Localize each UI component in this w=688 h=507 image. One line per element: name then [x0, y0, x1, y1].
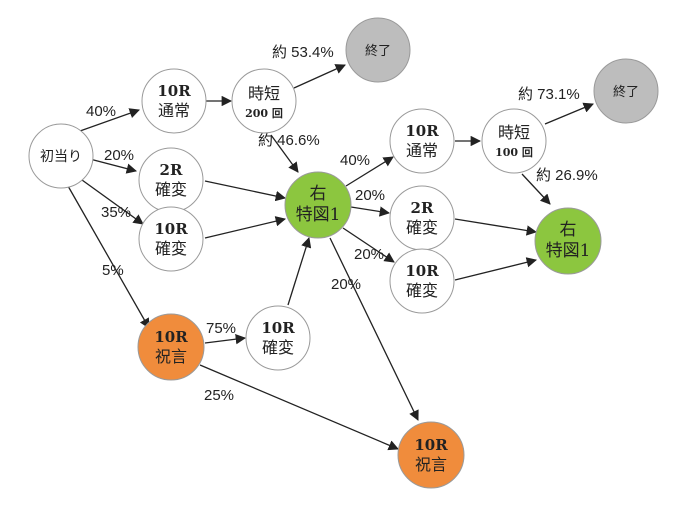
node-end-1-label: 終了	[365, 43, 391, 59]
label-migi-to-normal: 40%	[340, 152, 370, 169]
node-jitan100: 時短 100 回	[481, 108, 547, 174]
node-shukugen-a-line1: 10R	[154, 328, 188, 346]
edge-jitan100-to-migi-b	[521, 173, 551, 205]
node-start-label: 初当り	[40, 148, 82, 165]
label-start-to-shukugen: 5%	[102, 262, 124, 279]
node-migi-b-line1: 右	[560, 220, 577, 240]
node-end-1: 終了	[345, 17, 411, 83]
edge-migi-to-normal-b	[345, 156, 394, 187]
edge-shukugen-to-shukugen-b	[199, 364, 399, 451]
node-migi-tokuzu1-b: 右 特図1	[534, 207, 602, 275]
node-2r-kakuhen-b: 2R 確変	[389, 185, 455, 251]
label-start-to-2r: 20%	[104, 147, 134, 164]
edge-migi-to-2r-b	[350, 206, 391, 217]
node-10r-normal-b-line2: 通常	[406, 141, 438, 160]
node-end-2-label: 終了	[613, 84, 639, 100]
edge-2r-to-migi	[204, 180, 287, 202]
node-10r-kakuhen-b: 10R 確変	[389, 248, 455, 314]
edge-10r-c-to-migi	[287, 237, 312, 306]
node-10r-kakuhen-c-line1: 10R	[261, 319, 295, 337]
edge-start-to-10r-normal	[79, 108, 140, 132]
edge-jitan200-to-migi	[270, 134, 299, 173]
node-shukugen-b-line1: 10R	[414, 436, 448, 454]
label-migi-to-10r: 20%	[354, 246, 384, 263]
edge-labels: 40% 20% 35% 5% 約 53.4% 約 46.6% 40% 20% 2…	[86, 44, 598, 404]
label-migi-to-shukugen: 20%	[331, 276, 361, 293]
nodes: 初当り 10R 通常 時短 200 回 終了 2R 確変 10R	[28, 17, 659, 489]
node-shukugen-a: 10R 祝言	[137, 313, 205, 381]
node-10r-kakuhen-c-line2: 確変	[262, 338, 294, 357]
edges	[67, 64, 594, 451]
edge-jitan100-to-end	[544, 102, 594, 125]
node-10r-normal: 10R 通常	[141, 68, 207, 134]
node-end-2: 終了	[593, 58, 659, 124]
label-shukugen-to-shukugen: 25%	[204, 387, 234, 404]
node-migi-a-line2: 特図1	[296, 205, 341, 225]
node-2r-kakuhen-a-line1: 2R	[160, 161, 183, 179]
label-shukugen-to-10r: 75%	[206, 320, 236, 337]
node-10r-kakuhen-b-line2: 確変	[406, 281, 438, 300]
node-jitan100-line1: 時短	[498, 123, 530, 142]
node-jitan200: 時短 200 回	[231, 68, 297, 134]
node-10r-kakuhen-a-line2: 確変	[155, 239, 187, 258]
node-10r-kakuhen-c: 10R 確変	[245, 305, 311, 371]
node-shukugen-b-line2: 祝言	[415, 455, 447, 474]
edge-jitan200-to-end	[293, 64, 346, 89]
label-jitan200-to-migi: 約 46.6%	[258, 132, 320, 149]
node-2r-kakuhen-b-line1: 2R	[411, 199, 434, 217]
node-jitan200-line2: 200 回	[245, 106, 283, 120]
node-10r-kakuhen-b-line1: 10R	[405, 262, 439, 280]
node-10r-kakuhen-a-line1: 10R	[154, 220, 188, 238]
label-jitan100-to-end: 約 73.1%	[518, 86, 580, 103]
node-2r-kakuhen-a: 2R 確変	[138, 147, 204, 213]
edge-10r-to-migi	[204, 216, 287, 239]
edge-10r-b-to-migi-b	[454, 257, 538, 281]
edge-start-to-shukugen	[67, 185, 150, 329]
node-jitan200-line1: 時短	[248, 84, 280, 103]
label-jitan200-to-end: 約 53.4%	[272, 44, 334, 61]
edge-migi-to-shukugen-b	[329, 237, 419, 421]
edge-2r-b-to-migi-b	[454, 218, 538, 236]
node-migi-b-line2: 特図1	[546, 241, 591, 261]
label-migi-to-2r: 20%	[355, 187, 385, 204]
node-10r-normal-b: 10R 通常	[389, 108, 455, 174]
label-start-to-10r: 35%	[101, 204, 131, 221]
label-jitan100-to-migi: 約 26.9%	[536, 167, 598, 184]
node-jitan100-line2: 100 回	[495, 145, 533, 159]
edge-shukugen-to-10r-c	[204, 334, 247, 345]
edge-start-to-10r-kakuhen	[81, 179, 144, 225]
node-shukugen-b: 10R 祝言	[397, 421, 465, 489]
node-start: 初当り	[28, 123, 94, 189]
label-start-to-normal: 40%	[86, 103, 116, 120]
edge-migi-to-10r-b	[342, 227, 395, 263]
node-migi-a-line1: 右	[310, 184, 327, 204]
node-shukugen-a-line2: 祝言	[155, 347, 187, 366]
edge-start-to-2r-kakuhen	[85, 157, 138, 174]
node-10r-normal-line1: 10R	[157, 82, 191, 100]
node-2r-kakuhen-b-line2: 確変	[406, 218, 438, 237]
node-10r-normal-line2: 通常	[158, 101, 190, 120]
node-10r-kakuhen-a: 10R 確変	[138, 206, 204, 272]
node-migi-tokuzu1-a: 右 特図1	[284, 171, 352, 239]
node-2r-kakuhen-a-line2: 確変	[155, 180, 187, 199]
node-10r-normal-b-line1: 10R	[405, 122, 439, 140]
